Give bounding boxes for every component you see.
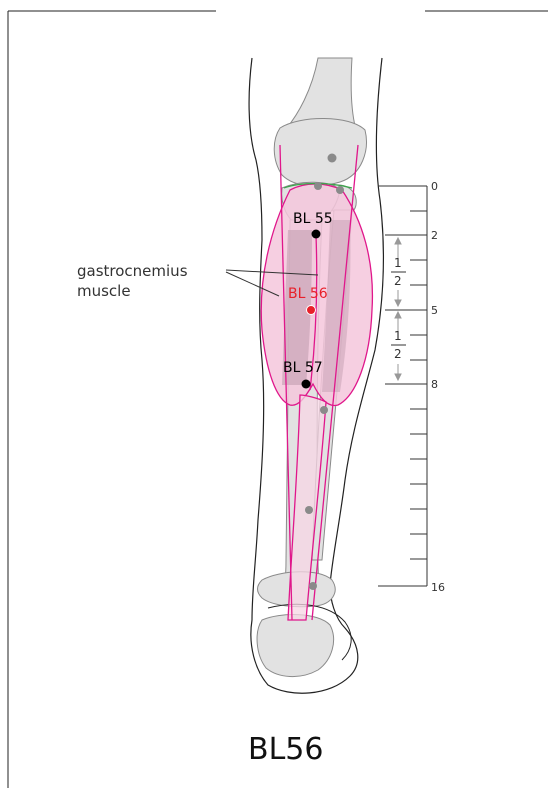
svg-text:1: 1 xyxy=(394,329,402,343)
svg-text:2: 2 xyxy=(394,347,402,361)
bl57-point xyxy=(302,380,311,389)
bl57-label: BL 57 xyxy=(283,360,323,376)
scale-numbers: 0 2 5 8 16 xyxy=(431,180,445,594)
scale-label-5: 5 xyxy=(431,304,438,317)
muscle-label-line2: muscle xyxy=(77,282,131,300)
svg-text:2: 2 xyxy=(394,274,402,288)
scale-label-2: 2 xyxy=(431,229,438,242)
fraction-lower: 1 2 xyxy=(391,329,406,361)
scale-label-8: 8 xyxy=(431,378,438,391)
bl55-point xyxy=(312,230,321,239)
scale-label-16: 16 xyxy=(431,581,445,594)
svg-text:1: 1 xyxy=(394,256,402,270)
bl56-point xyxy=(307,306,316,315)
bl55-label: BL 55 xyxy=(293,211,333,227)
bl56-label: BL 56 xyxy=(288,286,328,302)
scale-label-0: 0 xyxy=(431,180,438,193)
muscle-label-line1: gastrocnemius xyxy=(77,262,188,280)
calcaneus xyxy=(257,615,334,677)
proportional-scale xyxy=(378,186,427,586)
diagram-title: BL56 xyxy=(248,732,323,767)
fraction-upper: 1 2 xyxy=(391,256,406,288)
